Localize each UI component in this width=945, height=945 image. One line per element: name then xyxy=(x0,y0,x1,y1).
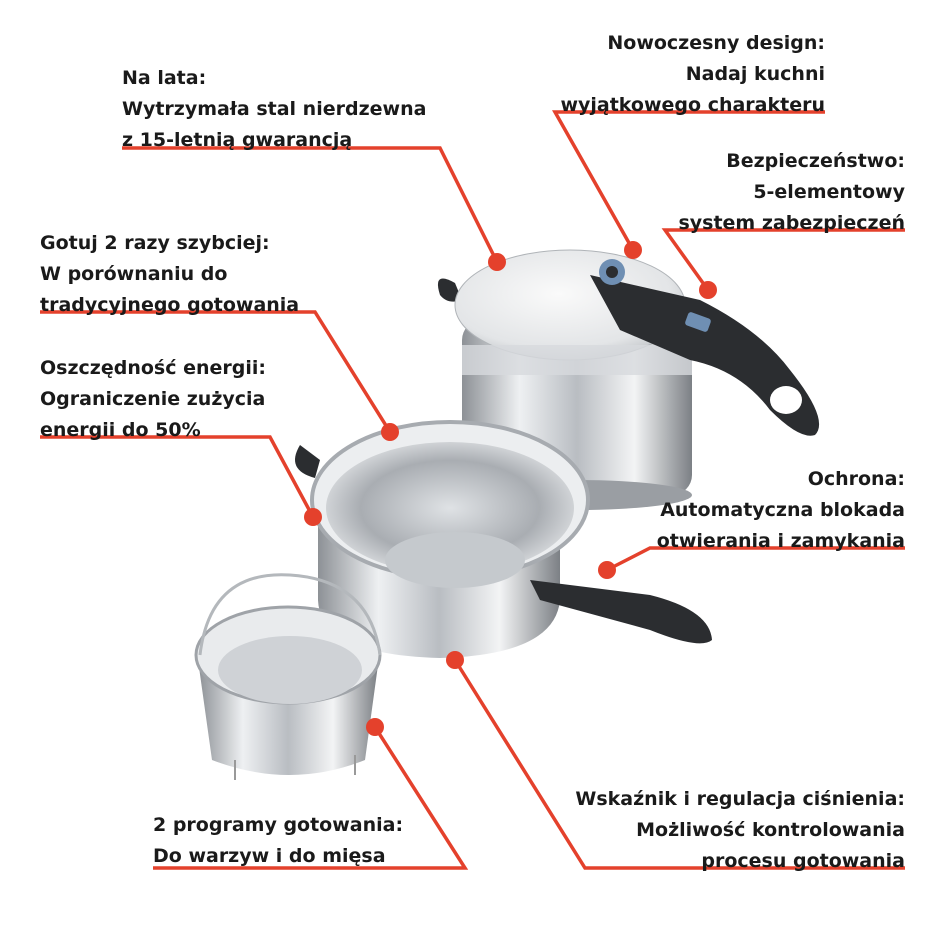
callout-line: Możliwość kontrolowania xyxy=(636,819,905,841)
callout-line: wyjątkowego charakteru xyxy=(560,94,825,116)
callout-title: Oszczędność energii: xyxy=(40,357,266,379)
callout-line: Wytrzymała stal nierdzewna xyxy=(122,98,427,120)
dot-protection xyxy=(598,561,616,579)
callout-title: Wskaźnik i regulacja ciśnienia: xyxy=(575,788,905,810)
leader-speed xyxy=(40,310,392,433)
dot-pressure xyxy=(446,651,464,669)
callout-title: Gotuj 2 razy szybciej: xyxy=(40,232,270,254)
leader-protection xyxy=(606,546,905,572)
dot-speed xyxy=(381,423,399,441)
callout-safety: Bezpieczeństwo: 5-elementowy system zabe… xyxy=(678,146,905,239)
leader-safety xyxy=(661,228,905,292)
callout-line: Do warzyw i do mięsa xyxy=(153,845,386,867)
leader-energy xyxy=(40,435,315,518)
callout-durability: Na lata: Wytrzymała stal nierdzewna z 15… xyxy=(122,63,426,156)
callout-dots xyxy=(304,241,717,736)
callout-title: Nowoczesny design: xyxy=(607,32,825,54)
leader-design xyxy=(552,110,825,251)
callout-speed: Gotuj 2 razy szybciej: W porównaniu do t… xyxy=(40,228,299,321)
callout-line: Nadaj kuchni xyxy=(685,63,825,85)
callout-energy: Oszczędność energii: Ograniczenie zużyci… xyxy=(40,353,266,446)
leader-pressure xyxy=(453,659,905,870)
callout-title: 2 programy gotowania: xyxy=(153,814,404,836)
callout-line: Automatyczna blokada xyxy=(660,499,905,521)
steamer-basket xyxy=(194,573,382,780)
callout-design: Nowoczesny design: Nadaj kuchni wyjątkow… xyxy=(560,28,825,121)
callout-pressure: Wskaźnik i regulacja ciśnienia: Możliwoś… xyxy=(575,784,905,877)
callout-programs: 2 programy gotowania: Do warzyw i do mię… xyxy=(153,810,403,872)
callout-line: 5-elementowy xyxy=(753,181,905,203)
callout-title: Ochrona: xyxy=(807,468,905,490)
callout-line: procesu gotowania xyxy=(701,850,905,872)
dot-design xyxy=(624,241,642,259)
callout-line: system zabezpieczeń xyxy=(678,212,905,234)
dot-programs xyxy=(366,718,384,736)
callout-title: Bezpieczeństwo: xyxy=(726,150,905,172)
cooking-pot xyxy=(295,420,712,658)
callout-line: Ograniczenie zużycia xyxy=(40,388,266,410)
callout-protection: Ochrona: Automatyczna blokada otwierania… xyxy=(657,464,905,557)
callout-line: energii do 50% xyxy=(40,419,201,441)
dot-safety xyxy=(699,281,717,299)
callout-line: z 15-letnią gwarancją xyxy=(122,129,353,151)
callout-line: tradycyjnego gotowania xyxy=(40,294,300,316)
callout-title: Na lata: xyxy=(122,67,207,89)
leader-durability xyxy=(122,146,499,263)
dot-energy xyxy=(304,508,322,526)
callout-line: otwierania i zamykania xyxy=(656,530,905,552)
callout-line: W porównaniu do xyxy=(40,263,228,285)
leader-programs xyxy=(153,726,469,870)
leader-lines xyxy=(40,110,905,870)
dot-durability xyxy=(488,253,506,271)
